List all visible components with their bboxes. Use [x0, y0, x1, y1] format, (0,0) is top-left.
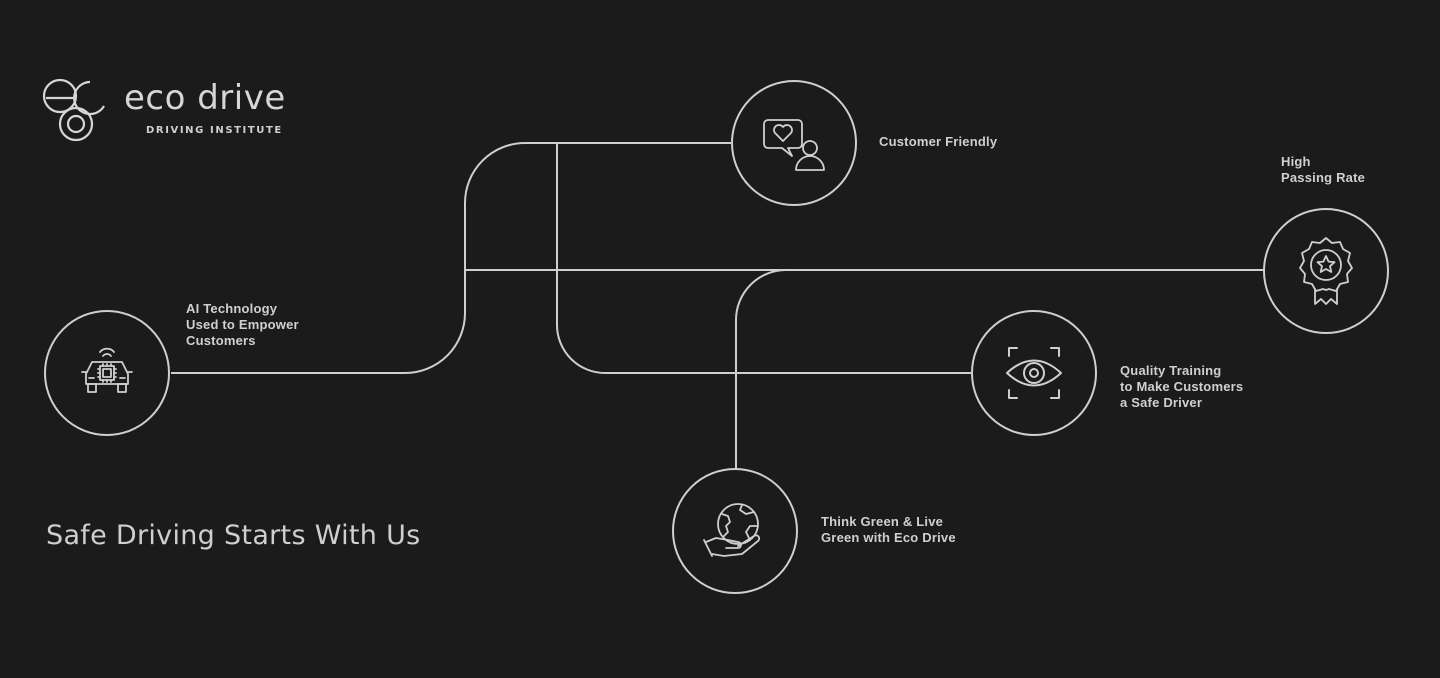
tagline: Safe Driving Starts With Us	[46, 520, 421, 551]
node-ai-technology	[44, 310, 170, 436]
brand-logo: eco drive DRIVING INSTITUTE	[42, 76, 312, 146]
label-quality-training: Quality Training to Make Customers a Saf…	[1120, 363, 1244, 410]
eco-monogram-icon	[42, 78, 105, 142]
ai-car-chip-icon	[81, 347, 133, 393]
node-high-passing-rate	[1263, 208, 1389, 334]
label-ai-technology: AI Technology Used to Empower Customers	[186, 301, 299, 348]
eye-focus-icon	[1006, 347, 1062, 399]
label-think-green: Think Green & Live Green with Eco Drive	[821, 514, 956, 545]
award-ribbon-star-icon	[1299, 237, 1353, 305]
globe-hand-icon	[703, 503, 761, 557]
brand-subtitle: DRIVING INSTITUTE	[146, 125, 283, 136]
label-high-passing-rate: High Passing Rate	[1281, 154, 1366, 185]
heart-chat-person-icon	[763, 119, 825, 171]
node-customer-friendly	[731, 80, 857, 206]
connector-quality	[556, 143, 971, 374]
label-customer-friendly: Customer Friendly	[879, 134, 998, 149]
node-think-green	[672, 468, 798, 594]
connector-green	[735, 269, 1263, 468]
brand-name: eco drive	[124, 78, 286, 118]
connector-ai	[171, 142, 731, 374]
node-quality-training	[971, 310, 1097, 436]
